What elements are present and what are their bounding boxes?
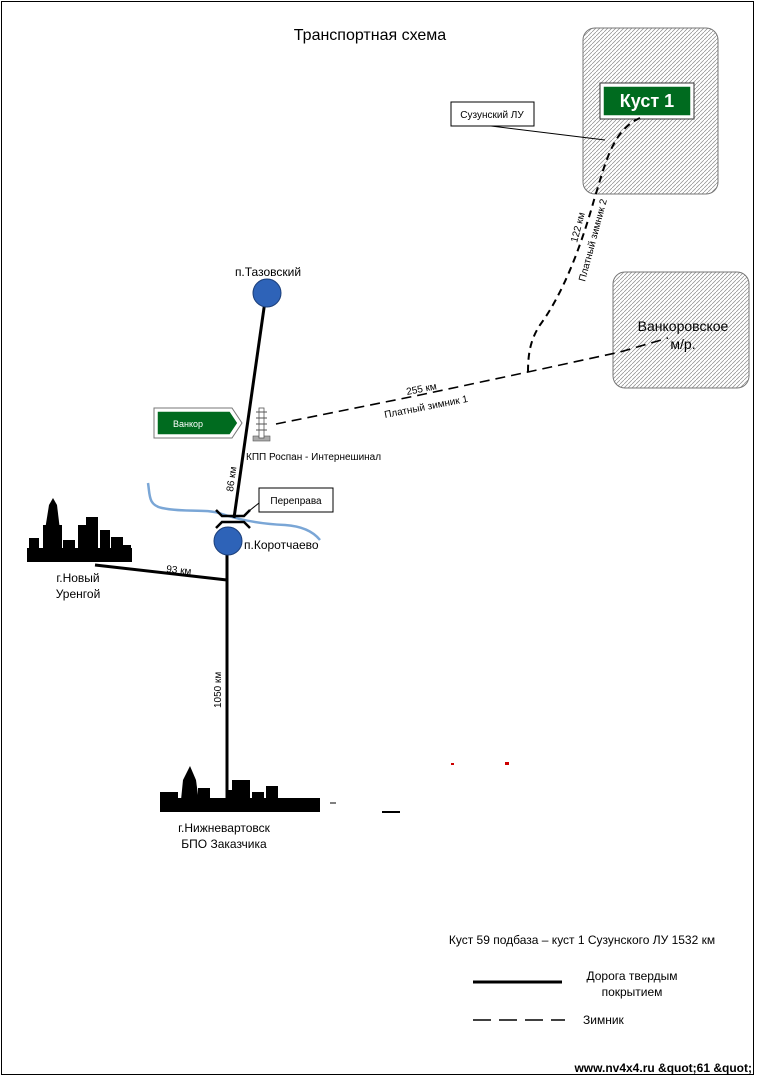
tazovsky-node [252,278,282,308]
tazovsky-label: п.Тазовский [235,265,301,279]
kust1-sign [602,85,692,117]
pereprava-callout-leader [243,502,260,516]
winter-road-1-label: Платный зимник 1 [383,394,469,421]
map-title: Транспортная схема [294,27,447,44]
winter-road-2 [527,117,641,373]
legend-paved-label-1: Дорога твердым [586,969,677,983]
winter-road-1 [275,337,669,425]
kust1-sign-label: Куст 1 [620,91,674,111]
nizhnevartovsk-city-icon [160,766,320,812]
km-1050-label: 1050 км [213,672,224,708]
road-novy-urengoy [94,563,228,582]
route-summary: Куст 59 подбаза – куст 1 Сузунского ЛУ 1… [449,933,715,947]
legend-paved-label-2: покрытием [602,985,663,999]
suzunsky-callout-leader [490,125,606,141]
vankor-sign [156,410,239,436]
legend: Дорога твердым покрытием Зимник [473,969,678,1027]
suzunsky-callout-label: Сузунский ЛУ [460,110,524,121]
novy-urengoy-city-icon [27,498,132,562]
vankor-sign-label: Ванкор [173,419,203,429]
korotchaevo-label: п.Коротчаево [244,538,319,552]
novy-urengoy-label-1: г.Новый [56,571,99,585]
km-93-label: 93 км [166,564,192,578]
stray-mark [451,763,454,765]
river [146,482,321,541]
legend-winter-label: Зимник [583,1013,625,1027]
stray-mark [505,762,509,765]
km-86-label: 86 км [225,466,239,493]
nizhnevartovsk-label-2: БПО Заказчика [181,837,267,851]
pereprava-callout [258,487,334,513]
kpp-checkpoint-icon [252,407,271,442]
watermark: www.nv4x4.ru &quot;61 &quot; [573,1061,752,1075]
road-tazovsky-korotchaevo [232,293,268,519]
vankor-field-label-2: м/р. [670,336,695,352]
vankor-field-label-1: Ванкоровское [638,318,729,334]
korotchaevo-node [213,526,243,556]
kpp-label: КПП Роспан - Интернешинал [246,452,381,463]
vankor-field-area [612,271,750,389]
pereprava-callout-label: Переправа [270,496,322,507]
nizhnevartovsk-label-1: г.Нижневартовск [178,821,271,835]
novy-urengoy-label-2: Уренгой [56,587,101,601]
